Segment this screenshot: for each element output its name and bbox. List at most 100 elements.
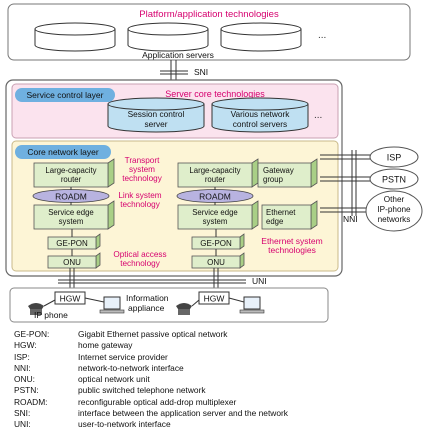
- router-left-line-1: Large-capacity: [45, 166, 96, 175]
- legend-row: ISP: Internet service provider: [14, 352, 288, 363]
- optical-tech-label: Optical access technology: [113, 250, 166, 268]
- legend-term: PSTN:: [14, 385, 39, 396]
- hgw-right-label: HGW: [204, 294, 225, 304]
- ethernet-tech-label: Ethernet system technologies: [261, 236, 322, 255]
- network-control-servers: Various network control servers: [211, 97, 309, 133]
- legend-desc: Internet service provider: [78, 351, 168, 362]
- nni-links: [320, 150, 372, 216]
- nni-label: NNI: [343, 214, 358, 224]
- ethernet-line-2: technologies: [268, 245, 316, 255]
- isp-label: ISP: [387, 153, 402, 163]
- edge-right-line-2: system: [203, 217, 228, 226]
- legend-desc: reconfigurable optical add-drop multiple…: [78, 396, 237, 407]
- app-server-cylinder: [34, 22, 116, 52]
- legend-desc: Gigabit Ethernet passive optical network: [78, 329, 228, 339]
- legend-desc: interface between the application server…: [78, 408, 288, 419]
- optical-line-2: technology: [120, 259, 161, 268]
- gateway-group: Gateway group: [257, 158, 318, 188]
- transport-line-1: Transport: [125, 156, 160, 165]
- roadm-left: ROADM: [32, 189, 110, 203]
- legend-term: ONU:: [14, 374, 35, 385]
- pc-icon-left: [84, 296, 125, 314]
- left-column-links: [70, 187, 73, 256]
- edge-left-line-2: system: [59, 217, 84, 226]
- legend-desc: network-to-network interface: [78, 362, 184, 373]
- gepon-left: GE-PON: [47, 233, 101, 250]
- ip-phone-icon: [176, 299, 200, 315]
- onu-left: ONU: [47, 252, 101, 269]
- legend-row: SNI: interface between the application se…: [14, 408, 288, 419]
- ethernet-edge: Ethernet edge: [261, 200, 318, 230]
- isp-cloud: ISP: [369, 146, 419, 168]
- ip-phone-icon: [28, 299, 56, 315]
- transport-line-2: system: [129, 165, 155, 174]
- legend-row: GE-PON:Gigabit Ethernet passive optical …: [14, 329, 288, 340]
- legend-desc: home gateway: [78, 340, 133, 351]
- link-line-2: technology: [120, 200, 161, 209]
- other-line-1: Other: [384, 195, 405, 204]
- legend-term: ISP:: [14, 351, 30, 362]
- legend-term: SNI:: [14, 408, 31, 419]
- gepon-left-label: GE-PON: [56, 239, 88, 248]
- other-networks-cloud: Other IP-phone networks: [365, 190, 423, 232]
- right-column-links: [214, 187, 217, 256]
- app-server-cylinder: [220, 22, 302, 52]
- legend-term: HGW:: [14, 340, 37, 351]
- legend-row: PSTN:public switched telephone network: [14, 385, 288, 396]
- ethernet-line-1: Ethernet system: [261, 236, 322, 246]
- legend-term: ROADM:: [14, 396, 48, 407]
- abbreviation-legend: GE-PON:Gigabit Ethernet passive optical …: [14, 329, 288, 431]
- edge-right-line-1: Service edge: [192, 208, 238, 217]
- service-edge-right: Service edge system: [177, 200, 259, 230]
- edge-left-line-1: Service edge: [48, 208, 94, 217]
- service-layer-label: Service control layer: [26, 90, 103, 100]
- legend-row: ROADM: reconfigurable optical add-drop mu…: [14, 397, 288, 408]
- eth-edge-line-2: edge: [266, 217, 283, 226]
- legend-row: HGW: home gateway: [14, 340, 288, 351]
- transport-line-3: technology: [122, 174, 163, 183]
- router-left: Large-capacity router: [33, 158, 115, 188]
- appliance-line-1: Information: [126, 293, 169, 303]
- legend-term: UNI:: [14, 419, 31, 430]
- gateway-line-2: group: [263, 175, 284, 184]
- session-control-server: Session control server: [107, 97, 205, 133]
- router-left-line-2: router: [61, 175, 82, 184]
- service-edge-left: Service edge system: [33, 200, 115, 230]
- session-line-1: Session control: [128, 109, 185, 119]
- platform-ellipsis: ...: [318, 30, 326, 41]
- onu-left-label: ONU: [63, 258, 81, 267]
- session-line-2: server: [144, 119, 167, 129]
- router-right-line-1: Large-capacity: [189, 166, 240, 175]
- sni-label: SNI: [194, 67, 208, 77]
- gateway-line-1: Gateway: [263, 166, 294, 175]
- legend-term: NNI:: [14, 362, 31, 373]
- other-line-3: networks: [378, 215, 411, 224]
- server-core-title: Server core technologies: [165, 89, 265, 99]
- optical-line-1: Optical access: [113, 250, 166, 259]
- hgw-left-label: HGW: [60, 294, 81, 304]
- legend-row: NNI: network-to-network interface: [14, 363, 288, 374]
- ip-phone-label: IP phone: [34, 310, 68, 320]
- onu-right-label: ONU: [207, 258, 225, 267]
- link-tech-label: Link system technology: [118, 191, 161, 209]
- pstn-cloud: PSTN: [369, 168, 419, 190]
- other-line-2: IP-phone: [377, 205, 411, 214]
- legend-row: UNI:user-to-network interface: [14, 419, 288, 430]
- legend-desc: optical network unit: [78, 374, 150, 385]
- core-layer-pill: [15, 145, 111, 159]
- router-right-line-2: router: [205, 175, 226, 184]
- pc-icon-right: [228, 296, 265, 314]
- roadm-left-label: ROADM: [55, 192, 87, 202]
- pstn-label: PSTN: [382, 175, 406, 185]
- network-ctrl-line-1: Various network: [231, 109, 291, 119]
- app-server-cylinder: [127, 22, 209, 52]
- legend-row: ONU: optical network unit: [14, 374, 288, 385]
- roadm-right-label: ROADM: [199, 192, 231, 202]
- application-servers-label: Application servers: [142, 50, 214, 60]
- service-layer-pill: [15, 88, 115, 102]
- appliance-line-2: appliance: [128, 303, 165, 313]
- link-line-1: Link system: [118, 191, 161, 200]
- network-architecture-diagram: Platform/application technologies ... Ap…: [5, 3, 423, 323]
- transport-tech-label: Transport system technology: [122, 156, 163, 183]
- service-ellipsis: ...: [314, 110, 322, 121]
